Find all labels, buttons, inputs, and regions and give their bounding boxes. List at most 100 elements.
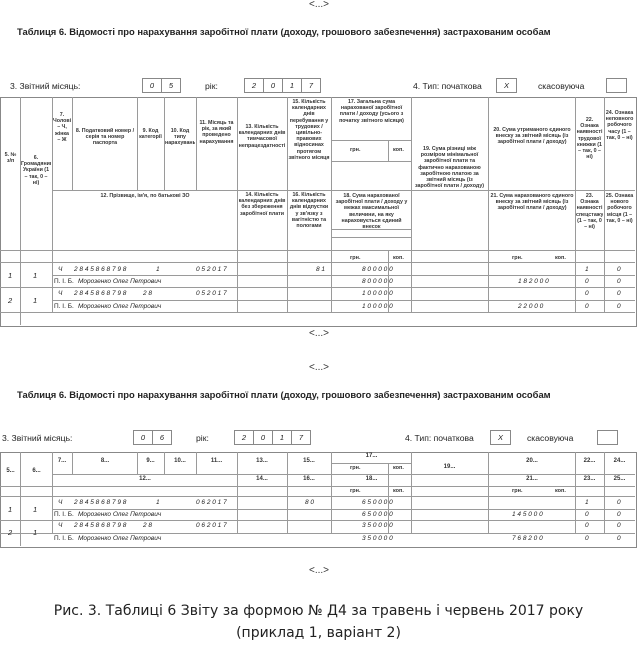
sum-18-cell: 3 5 0 0 0 0 [362,535,393,542]
cancel-label-june: скасовуюча [527,433,574,443]
sum-18-cell: 8 0 0 0 0 0 [362,278,393,285]
sum-21-cell: 1 8 2 0 0 0 [518,278,549,285]
col-18-short: 18... [365,476,378,482]
col-20-short: 20... [526,458,538,464]
flag-23-cell: 0 [585,511,589,518]
flag-22-cell: 0 [585,290,589,297]
period-cell: 0 5 2 0 1 7 [196,266,227,273]
col-14-short: 14... [256,476,268,482]
type-cancel-checkbox-may [606,78,627,93]
col-16-header: 16. Кількість календарних днів відпустки… [289,192,329,230]
flag-23-cell: 0 [585,303,589,310]
employee-name: Морозенко Олег Петрович [78,511,162,518]
row-number: 2 [8,296,13,305]
citizen-flag: 1 [33,528,38,537]
period-cell: 0 5 2 0 1 7 [196,290,227,297]
col-12-header: 12. Прізвище, ім'я, по батькові ЗО [100,193,190,199]
col-18-header: 18. Сума нарахованої заробітної плати / … [335,193,408,231]
col-6-short: 6... [32,468,41,474]
sum-18-cell: 6 5 0 0 0 0 [362,511,393,518]
pib-label: П. І. Б. [54,303,74,310]
sex-cell: Ч [58,266,63,273]
ellipsis-top: <...> [308,0,329,10]
col-11-short: 11... [210,458,223,464]
sum-21-cell: 7 6 8 2 0 0 [512,535,543,542]
tax-number-cell: 2 8 4 5 8 6 8 7 9 8 [74,499,127,506]
col-22-header: 22. Ознака наявності трудової книжки (1 … [576,117,603,161]
figure-caption-line-2: (приклад 1, варіант 2) [236,625,401,641]
tax-number-cell: 2 8 4 5 8 6 8 7 9 8 [74,266,127,273]
employee-name: Морозенко Олег Петрович [78,535,162,542]
col-21-short: 21... [526,476,538,482]
col-13-short: 13... [256,458,268,464]
tax-number-cell: 2 8 4 5 8 6 8 7 9 8 [74,522,127,529]
col-23-short: 23... [583,476,596,482]
col-8-short: 8... [100,458,110,464]
flag-25-cell: 0 [617,278,621,285]
row-number: 2 [8,528,13,537]
flag-23-cell: 0 [585,278,589,285]
col-14-header: 14. Кількість календарних днів без збере… [238,192,286,217]
sum-18-cell: 1 0 0 0 0 0 [362,303,393,310]
type-label-june: 4. Тип: початкова [405,433,474,443]
col-19-short: 19... [443,464,456,470]
pib-label: П. І. Б. [54,535,74,542]
employee-name: Морозенко Олег Петрович [78,278,162,285]
figure-caption-line-1: Рис. 3. Таблиці 6 Звіту за формою № Д4 з… [53,603,584,619]
year-label-may: рік: [205,81,218,91]
ellipsis-mid-1: <...> [308,328,329,339]
col-24-header: 24. Ознака неповного робочого часу (1 – … [605,110,634,141]
flag-25-cell: 0 [617,535,621,542]
flag-22-cell: 1 [585,499,589,506]
flag-25-cell: 0 [617,303,621,310]
category-cell: 1 [156,266,160,273]
period-cell: 0 6 2 0 1 7 [196,499,227,506]
col-8-header: 8. Податковий номер / серія та номер пас… [75,128,135,147]
flag-23-cell: 0 [585,535,589,542]
category-cell: 2 8 [143,290,153,297]
days-15-cell: 8 1 [316,266,326,273]
employee-name: Морозенко Олег Петрович [78,303,162,310]
sum-17-cell: 1 0 0 0 0 0 [362,290,393,297]
flag-22-cell: 0 [585,522,589,529]
col-7-short: 7... [57,458,67,464]
flag-24-cell: 0 [617,266,621,273]
month-label-may: 3. Звітний місяць: [10,81,81,91]
col-15-short: 15... [303,458,315,464]
col-24-short: 24... [613,458,626,464]
cancel-label-may: скасовуюча [538,81,585,91]
sex-cell: Ч [58,522,63,529]
row-number: 1 [8,271,13,280]
flag-22-cell: 1 [585,266,589,273]
col-21-header: 21. Сума нарахованого єдиного внеску за … [490,193,574,212]
citizen-flag: 1 [33,271,38,280]
table-title-may: Таблиця 6. Відомості про нарахування зар… [17,26,551,37]
type-cancel-checkbox-june [597,430,618,445]
sum-17-cell: 3 5 0 0 0 0 [362,522,393,529]
col-6-header: 6. Громадянин України (1 – так, 0 – ні) [21,155,51,186]
col-22-short: 22... [583,458,596,464]
tax-number-cell: 2 8 4 5 8 6 8 7 9 8 [74,290,127,297]
year-label-june: рік: [196,433,209,443]
sum-20-cell: 1 4 5 0 0 0 [512,511,543,518]
col-23-header: 23. Ознака наявності спецстажу (1 – так,… [576,193,603,231]
col-19-header: 19. Сума різниці між розміром мінімально… [414,146,485,190]
col-13-header: 13. Кількість календарних днів тимчасово… [238,124,286,149]
pib-label: П. І. Б. [54,278,74,285]
col-17-header: 17. Загальна сума нарахованої заробітної… [339,99,404,124]
flag-24-cell: 0 [617,499,621,506]
col-17-short: 17... [365,453,378,459]
days-15-cell: 8 0 [305,499,315,506]
flag-25-cell: 0 [617,511,621,518]
sex-cell: Ч [58,499,63,506]
ellipsis-mid-2: <...> [308,362,329,373]
month-label-june: 3. Звітний місяць: [2,433,73,443]
type-label-may: 4. Тип: початкова [413,81,482,91]
sum-17-cell: 6 5 0 0 0 0 [362,499,393,506]
col-15-header: 15. Кількість календарних днів перебуван… [288,99,330,161]
flag-24-cell: 0 [617,522,621,529]
